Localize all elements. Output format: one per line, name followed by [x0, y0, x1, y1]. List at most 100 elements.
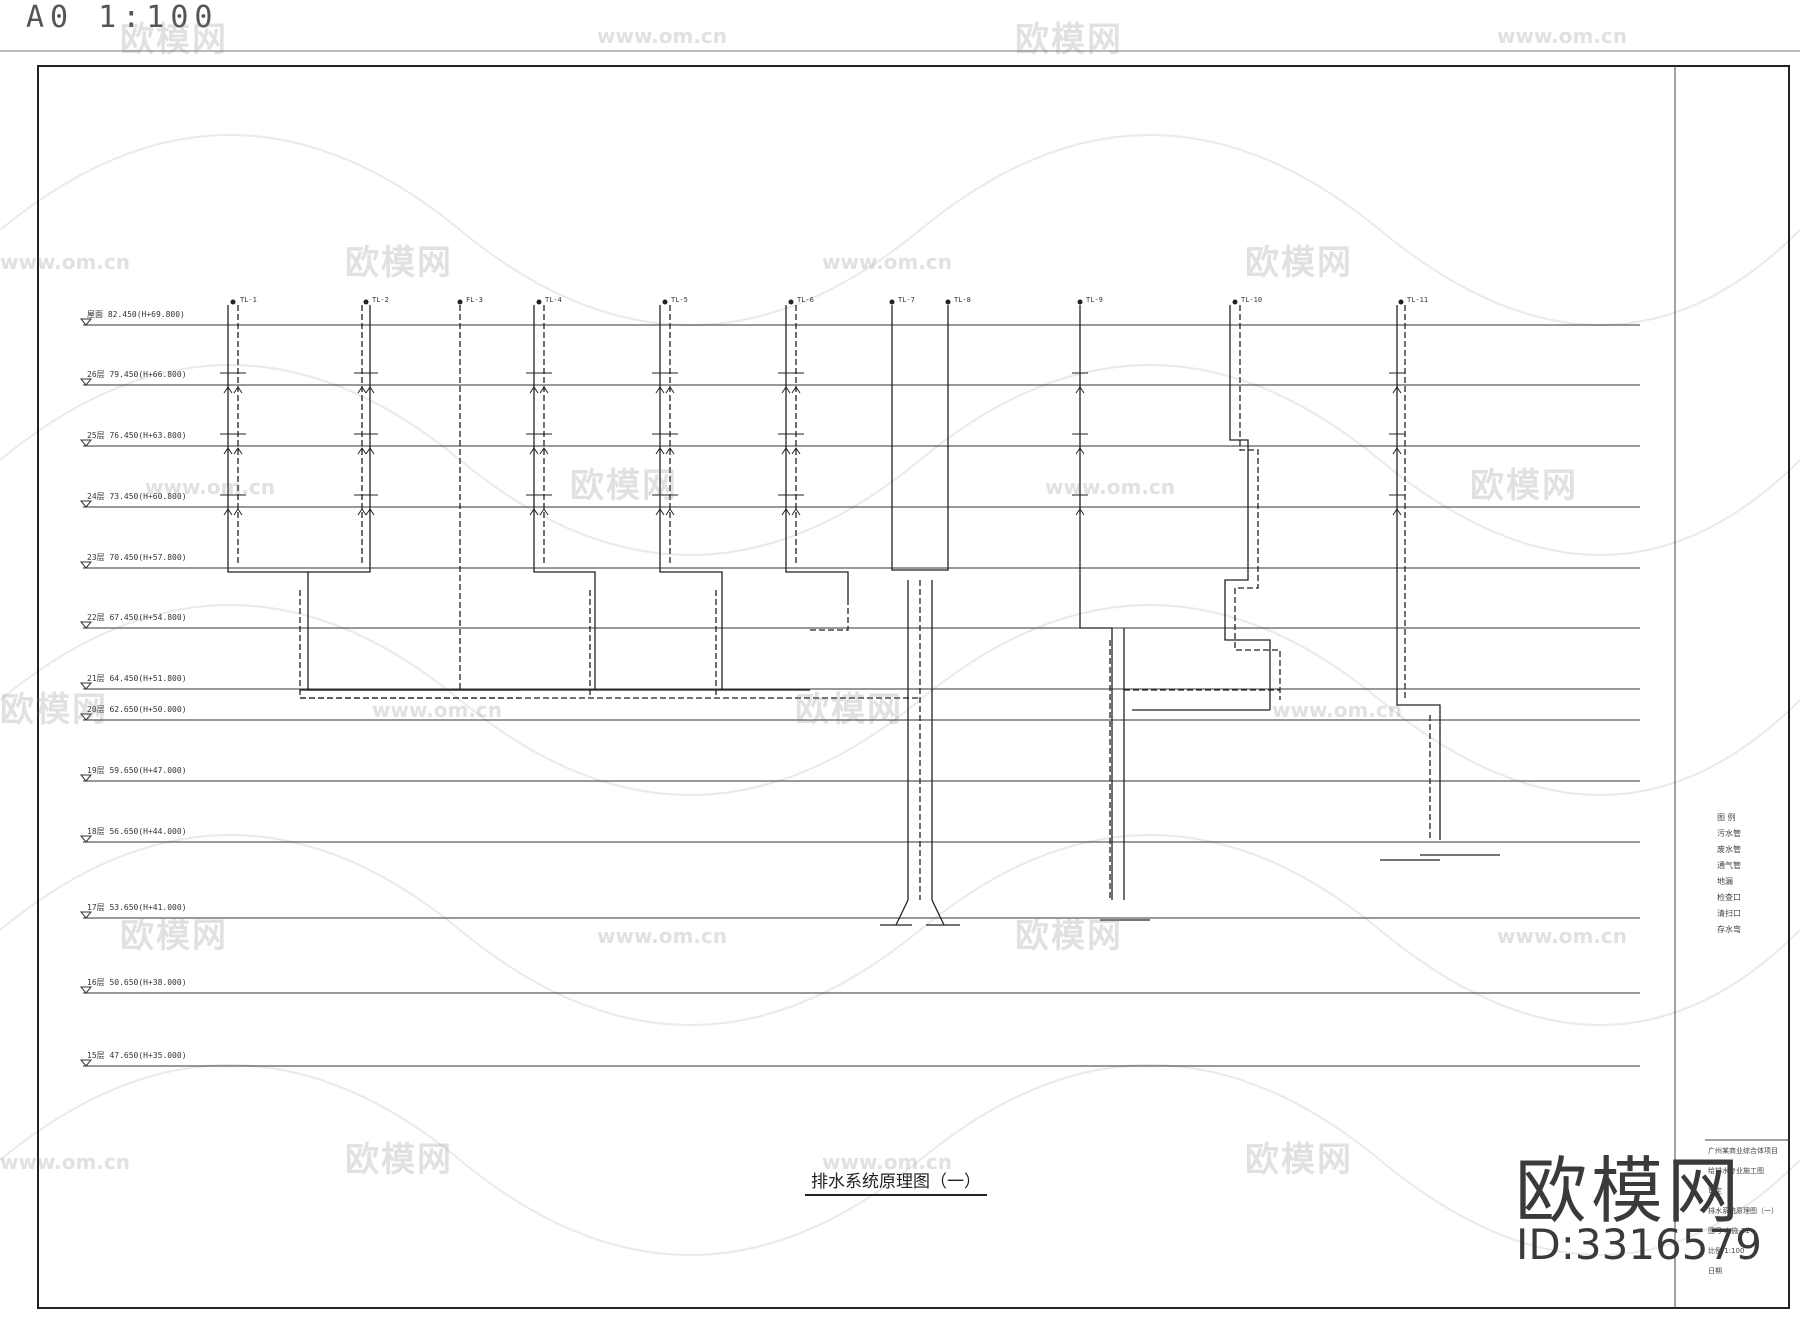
level-label: 21层 64.450(H+51.800)	[87, 674, 187, 683]
level-marker	[79, 439, 93, 447]
title-block-row: 图号 水施-21	[1708, 1227, 1750, 1235]
legend-item: 清扫口	[1717, 909, 1741, 918]
fitting-mark	[362, 494, 378, 516]
pipe-network	[227, 305, 1500, 926]
fitting-mark	[662, 372, 678, 394]
level-marker	[79, 911, 93, 919]
legend-item: 污水管	[1717, 829, 1741, 838]
level-marker	[79, 561, 93, 569]
riser-tag: TL-6	[797, 296, 814, 304]
watermark-logo: 欧模网	[795, 690, 903, 730]
level-label: 15层 47.650(H+35.000)	[87, 1051, 187, 1060]
title-block-row: 日期	[1708, 1267, 1722, 1275]
fitting-mark	[1389, 433, 1405, 455]
riser-tag: TL-7	[898, 296, 915, 304]
title-block-row: 排水系统原理图（一）	[1708, 1207, 1778, 1215]
fitting-mark	[788, 372, 804, 394]
fitting-mark	[1389, 494, 1405, 516]
title-block-row: 比例 1:100	[1708, 1247, 1745, 1255]
level-marker	[79, 835, 93, 843]
riser-tag: TL-10	[1241, 296, 1263, 304]
pipe-fittings	[220, 372, 1405, 516]
legend-item: 通气管	[1717, 861, 1741, 870]
level-marker	[79, 1059, 93, 1067]
watermark-logo: 欧模网	[570, 466, 678, 506]
riser-tag: FL-3	[466, 296, 483, 304]
level-marker	[79, 713, 93, 721]
watermark-logo: 欧模网	[345, 1140, 453, 1180]
brand-logo-text: 欧模网	[1515, 1149, 1744, 1233]
riser-tag: TL-8	[954, 296, 971, 304]
level-label: 24层 73.450(H+60.800)	[87, 492, 187, 501]
level-label: 26层 79.450(H+66.800)	[87, 370, 187, 379]
level-marker	[79, 986, 93, 994]
level-label: 22层 67.450(H+54.800)	[87, 613, 187, 622]
title-block-row: 广州某商业综合体项目	[1708, 1147, 1778, 1155]
fitting-mark	[362, 372, 378, 394]
watermark-url: www.om.cn	[597, 24, 728, 48]
level-label: 17层 53.650(H+41.000)	[87, 903, 187, 912]
watermark-logo: 欧模网	[1245, 243, 1353, 283]
fitting-mark	[1389, 372, 1405, 394]
watermark-logo: 欧模网	[1015, 916, 1123, 956]
vent-caps	[230, 299, 1404, 305]
fitting-mark	[362, 433, 378, 455]
watermark-url: www.om.cn	[597, 924, 728, 948]
riser-tag: TL-1	[240, 296, 257, 304]
watermark-logo: 欧模网	[1245, 1140, 1353, 1180]
watermark-logo: 欧模网	[1470, 466, 1578, 506]
diagram-title: 排水系统原理图（一）	[805, 1167, 987, 1196]
legend-item: 存水弯	[1717, 925, 1741, 934]
fitting-mark	[536, 433, 552, 455]
level-marker	[79, 682, 93, 690]
riser-tag: TL-11	[1407, 296, 1429, 304]
watermark-logo: 欧模网	[1015, 20, 1123, 60]
title-block-row: 给排水专业施工图	[1708, 1167, 1764, 1175]
level-marker	[79, 621, 93, 629]
level-label: 18层 56.650(H+44.000)	[87, 827, 187, 836]
watermark-url: www.om.cn	[0, 1150, 131, 1174]
watermark-url: www.om.cn	[1497, 924, 1628, 948]
watermark-url: www.om.cn	[1045, 475, 1176, 499]
level-label: 23层 70.450(H+57.800)	[87, 553, 187, 562]
watermark-url: www.om.cn	[1497, 24, 1628, 48]
title-block-row: 审定	[1708, 1187, 1722, 1195]
watermark-logo: 欧模网	[0, 690, 108, 730]
watermark-url: www.om.cn	[822, 250, 953, 274]
watermark-logo: 欧模网	[120, 916, 228, 956]
level-label: 19层 59.650(H+47.000)	[87, 766, 187, 775]
watermark-url: www.om.cn	[145, 475, 276, 499]
scale-label: A0 1:100	[26, 0, 219, 35]
watermark-url: www.om.cn	[822, 1150, 953, 1174]
fitting-mark	[1072, 494, 1088, 516]
watermark-url: www.om.cn	[0, 250, 131, 274]
floor-level-lines	[79, 318, 1640, 1067]
fitting-mark	[230, 494, 246, 516]
level-label: 屋面 82.450(H+69.800)	[87, 310, 185, 319]
fitting-mark	[662, 433, 678, 455]
level-marker	[79, 774, 93, 782]
level-label: 16层 50.650(H+38.000)	[87, 978, 187, 987]
watermark-logo: 欧模网	[345, 243, 453, 283]
watermark-url: www.om.cn	[372, 698, 503, 722]
legend-item: 地漏	[1717, 877, 1733, 886]
fitting-mark	[788, 433, 804, 455]
fitting-mark	[1072, 372, 1088, 394]
fitting-mark	[536, 494, 552, 516]
riser-tag: TL-4	[545, 296, 562, 304]
legend-item: 检查口	[1717, 893, 1741, 902]
fitting-mark	[230, 433, 246, 455]
level-marker	[79, 500, 93, 508]
fitting-mark	[1072, 433, 1088, 455]
watermark-url: www.om.cn	[1272, 698, 1403, 722]
fitting-mark	[536, 372, 552, 394]
fitting-mark	[662, 494, 678, 516]
legend-item: 废水管	[1717, 845, 1741, 854]
level-marker	[79, 378, 93, 386]
brand-id: ID:3316579	[1516, 1220, 1762, 1269]
watermark-logo: 欧模网	[120, 20, 228, 60]
drawing-frame	[37, 65, 1790, 1309]
level-marker	[79, 318, 93, 326]
fitting-mark	[788, 494, 804, 516]
